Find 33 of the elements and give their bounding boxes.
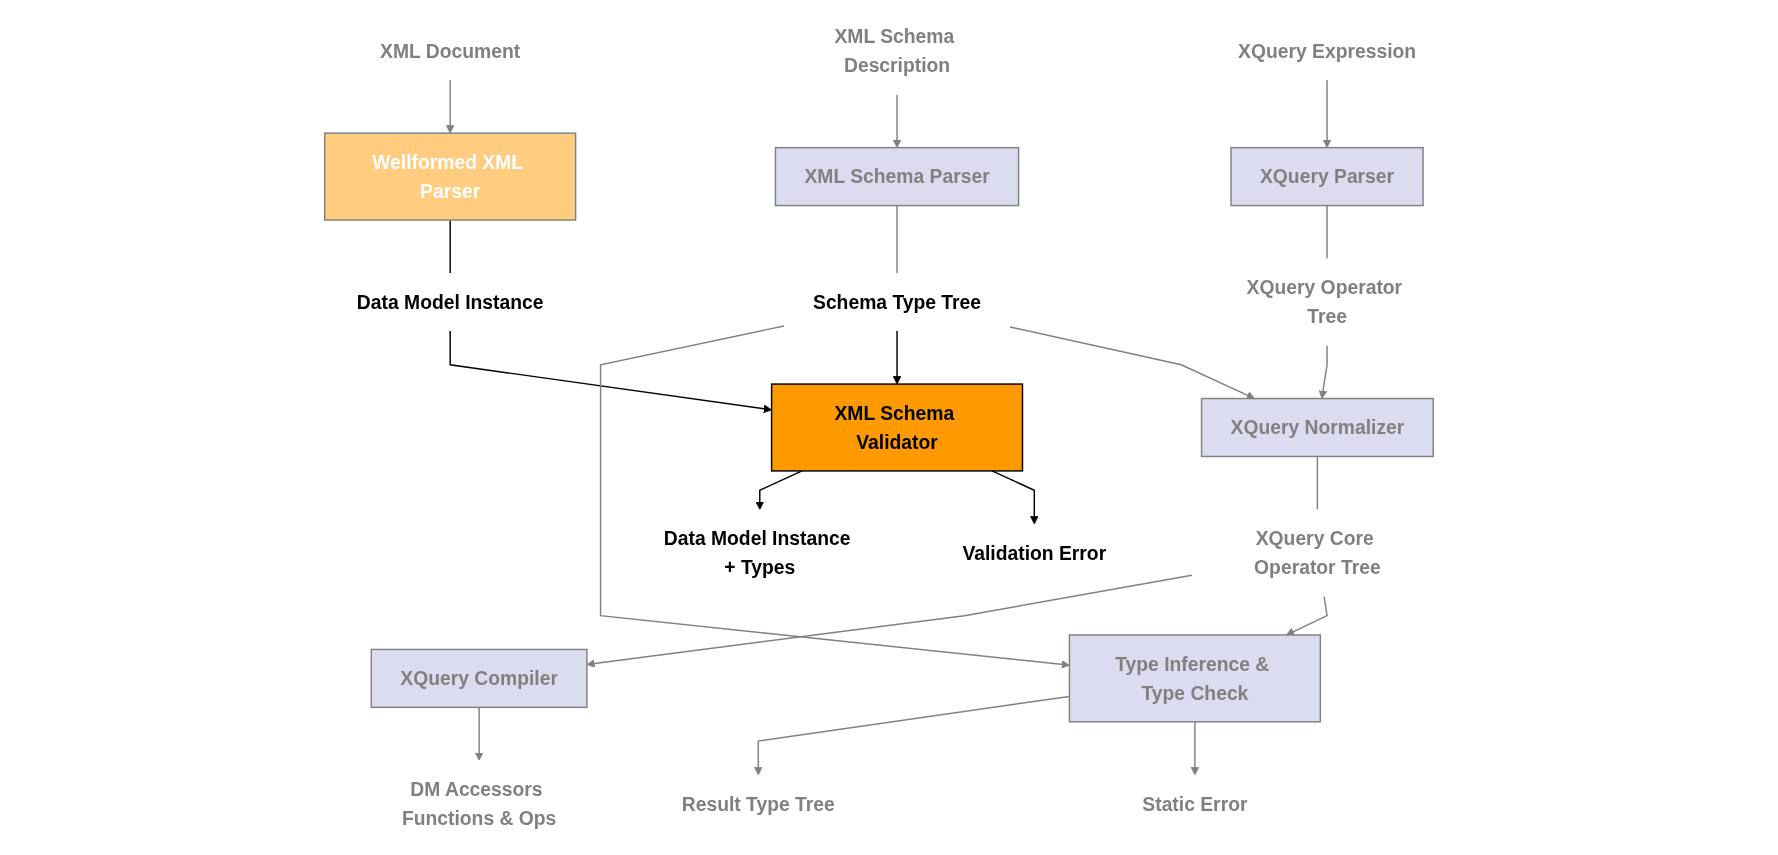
node-box: XQuery Compiler: [371, 648, 589, 709]
arrow: [1009, 326, 1256, 400]
node-box: XML Schema Validator: [771, 383, 1024, 472]
node-box: XML Schema Parser: [775, 146, 1020, 207]
connector: [1317, 455, 1319, 511]
arrow: [1319, 344, 1329, 399]
arrow: [893, 330, 902, 385]
node-text: XQuery Operator Tree: [1247, 276, 1403, 328]
node-text: XQuery Expression: [1238, 40, 1417, 62]
node-text: XQuery Core Operator Tree: [1254, 527, 1382, 579]
node-text: Validation Error: [962, 542, 1107, 564]
node-text: XML Schema Description: [834, 26, 955, 77]
arrow: [1323, 79, 1332, 149]
arrow: [893, 93, 902, 149]
node-box: XQuery Normalizer: [1201, 397, 1435, 458]
connector: [896, 204, 899, 274]
connector: [449, 219, 452, 274]
node-text: Static Error: [1142, 793, 1248, 815]
node-text: DM Accessors Functions & Ops: [402, 778, 557, 829]
node-box: Wellformed XML Parser: [324, 132, 577, 221]
arrow: [1191, 721, 1200, 776]
arrow: [1286, 595, 1329, 636]
node-text: Data Model Instance + Types: [664, 527, 851, 579]
connector: [1326, 204, 1329, 260]
arrow: [446, 79, 455, 134]
node-box: Type Inference & Type Check: [1069, 634, 1322, 723]
node-text: Result Type Tree: [682, 793, 836, 815]
arrow: [991, 470, 1039, 525]
node-text: Data Model Instance: [357, 291, 544, 313]
node-box: XQuery Parser: [1230, 146, 1425, 207]
node-text: Schema Type Tree: [813, 291, 982, 313]
arrow: [475, 706, 484, 761]
node-text: XML Document: [380, 40, 521, 62]
